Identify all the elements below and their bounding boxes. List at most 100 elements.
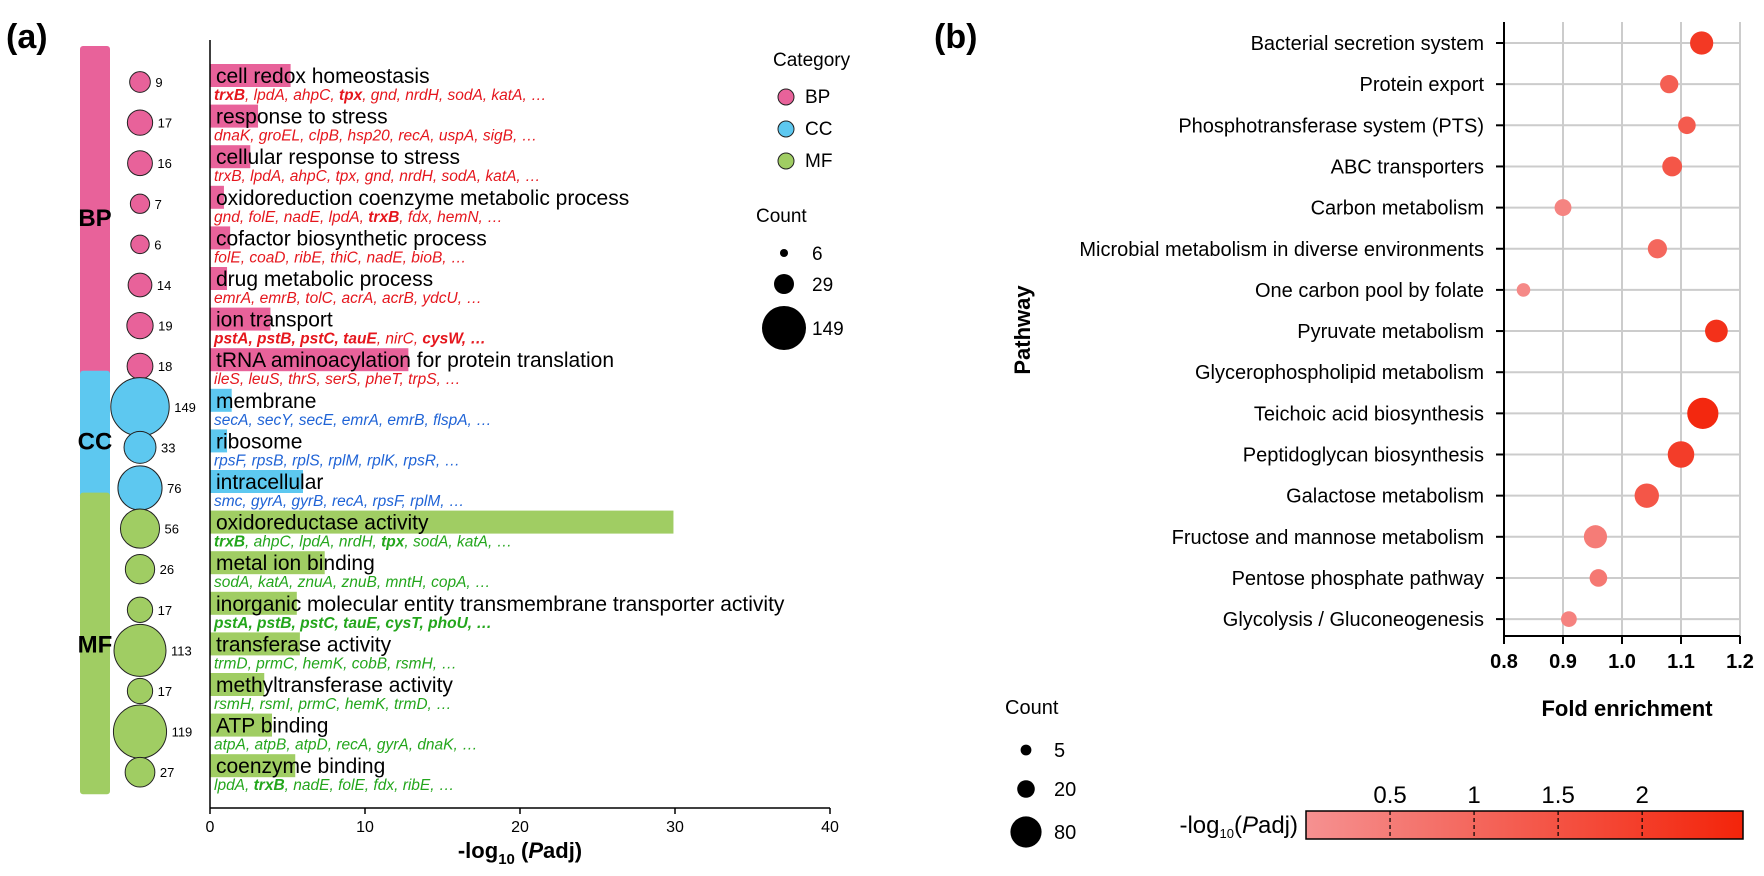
term-label-oxidoreduction-coenzyme-metabolic-process: oxidoreduction coenzyme metabolic proces… <box>216 187 629 210</box>
bubble-count-oxidoreductase-activity: 56 <box>165 522 179 537</box>
grid-b <box>1504 22 1741 636</box>
gene-seg: folE, coaD, ribE, thiC, nadE, bioB, … <box>214 249 466 266</box>
bubble-count-transferase-activity: 113 <box>171 643 192 658</box>
bubble-transferase-activity <box>113 623 167 677</box>
bar-response-to-stress <box>210 104 259 128</box>
bubble-count-methyltransferase-activity: 17 <box>158 684 172 699</box>
gene-seg: secA, secY, secE, emrA, emrB, flspA, … <box>214 412 492 429</box>
x-tick-label-b: 0.8 <box>1490 651 1518 673</box>
term-label-ion-transport: ion transport <box>216 309 333 332</box>
genes-ion-transport: pstA, pstB, pstC, tauE, nirC, cysW, … <box>213 331 486 348</box>
bar-cell-redox-homeostasis <box>210 64 291 87</box>
point-peptidoglycan-biosynthesis <box>1667 441 1695 468</box>
bubble-count-ribosome: 33 <box>161 440 175 455</box>
colorbar-tick-label: 2 <box>1635 782 1648 809</box>
x-tick-label-b: 1.2 <box>1726 651 1754 673</box>
legend-count-title-b: Count <box>1005 697 1059 719</box>
x-tick-label-b: 1.1 <box>1667 651 1695 673</box>
term-label-cellular-response-to-stress: cellular response to stress <box>216 146 460 169</box>
term-label-inorganic-molecular-entity-transmembrane-transporter-activity: inorganic molecular entity transmembrane… <box>216 593 785 616</box>
group-bar-bp <box>80 46 110 389</box>
gene-seg: dnaK, groEL, clpB, hsp20, recA, uspA, si… <box>214 128 537 145</box>
pathway-label-bacterial-secretion-system: Bacterial secretion system <box>1251 33 1484 55</box>
point-bacterial-secretion-system <box>1690 31 1714 55</box>
genes-cell-redox-homeostasis: trxB, lpdA, ahpC, tpx, gnd, nrdH, sodA, … <box>214 87 547 104</box>
gene-seg: trxB <box>254 777 285 794</box>
bubble-intracellular <box>117 465 163 511</box>
genes-oxidoreduction-coenzyme-metabolic-process: gnd, folE, nadE, lpdA, trxB, fdx, hemN, … <box>214 209 503 226</box>
genes-inorganic-molecular-entity-transmembrane-transporter-activity: pstA, pstB, pstC, tauE, cysT, phoU, … <box>213 615 492 632</box>
term-label-cell-redox-homeostasis: cell redox homeostasis <box>216 65 430 88</box>
bar-ion-transport <box>210 307 271 331</box>
gene-seg: trxB <box>214 87 245 104</box>
bar-ribosome <box>210 429 228 453</box>
gene-seg: emrA, emrB, tolC, acrA, acrB, ydcU, … <box>214 290 482 307</box>
bubble-count-ion-transport: 19 <box>158 319 172 334</box>
point-galactose-metabolism <box>1634 483 1659 508</box>
bubble-cellular-response-to-stress <box>127 150 153 177</box>
bubble-ion-transport <box>126 311 154 340</box>
term-label-membrane: membrane <box>216 390 316 413</box>
legend-count-label-b: 20 <box>1054 779 1076 801</box>
bubble-count-response-to-stress: 17 <box>158 116 172 131</box>
x-tick-label-a: 0 <box>206 819 215 836</box>
colorbar-tick-label: 1.5 <box>1541 782 1574 809</box>
bubble-count-membrane: 149 <box>174 400 196 415</box>
point-abc-transporters <box>1662 156 1683 177</box>
bubble-membrane <box>110 377 170 437</box>
bubble-count-atp-binding: 119 <box>172 725 193 740</box>
pathway-label-abc-transporters: ABC transporters <box>1331 156 1484 178</box>
enrichment-bars <box>210 64 674 778</box>
gene-seg: , lpdA, ahpC, <box>245 87 339 104</box>
term-label-response-to-stress: response to stress <box>216 106 388 129</box>
colorbar-tick-label: 1 <box>1467 782 1480 809</box>
bubble-trna-aminoacylation-for-protein-translation <box>126 352 154 380</box>
gene-seg: lpdA, <box>214 777 254 794</box>
gene-seg: atpA, atpB, atpD, recA, gyrA, dnaK, … <box>214 737 478 754</box>
genes-coenzyme-binding: lpdA, trxB, nadE, folE, fdx, ribE, … <box>214 777 454 794</box>
scatter-points <box>1516 31 1728 627</box>
xlabel-open: ( <box>515 838 529 863</box>
term-label-cofactor-biosynthetic-process: cofactor biosynthetic process <box>216 227 487 250</box>
cbar-label-open: ( <box>1234 812 1242 839</box>
bar-cellular-response-to-stress <box>210 145 251 169</box>
bubble-response-to-stress <box>126 109 154 136</box>
term-label-methyltransferase-activity: methyltransferase activity <box>216 674 453 697</box>
legend-category-title: Category <box>773 50 851 71</box>
legend-label-cc: CC <box>805 119 832 140</box>
term-label-atp-binding: ATP binding <box>216 715 328 738</box>
bar-oxidoreductase-activity <box>210 510 674 534</box>
bubble-count-cellular-response-to-stress: 16 <box>157 156 171 171</box>
term-label-coenzyme-binding: coenzyme binding <box>216 755 385 778</box>
x-axis-label-a: -log10 (Padj) <box>458 838 582 868</box>
bar-oxidoreduction-coenzyme-metabolic-process <box>210 185 224 209</box>
cbar-label-pre: -log <box>1179 812 1219 839</box>
gene-seg: sodA, katA, znuA, znuB, mntH, copA, … <box>214 574 491 591</box>
cbar-label-italic: P <box>1242 812 1258 839</box>
colorbar-tick-label: 0.5 <box>1373 782 1406 809</box>
pathway-label-microbial-metabolism-in-diverse-environments: Microbial metabolism in diverse environm… <box>1079 239 1484 261</box>
gene-seg: tpx <box>381 534 406 551</box>
y-axis-label-b: Pathway <box>1010 285 1035 375</box>
bar-trna-aminoacylation-for-protein-translation <box>210 348 409 372</box>
genes-oxidoreductase-activity: trxB, ahpC, lpdA, nrdH, tpx, sodA, katA,… <box>214 534 512 551</box>
cbar-label-post: adj) <box>1258 812 1298 839</box>
bubble-count-drug-metabolic-process: 14 <box>157 278 171 293</box>
bubble-cell-redox-homeostasis <box>129 71 151 93</box>
xlabel-pre: -log <box>458 838 498 863</box>
group-label-cc: CC <box>78 428 113 455</box>
point-teichoic-acid-biosynthesis <box>1687 397 1719 429</box>
point-glycolysis-gluconeogenesis <box>1561 611 1577 627</box>
bubble-count-coenzyme-binding: 27 <box>160 765 174 780</box>
gene-seg: trxB <box>214 534 245 551</box>
point-pyruvate-metabolism <box>1705 319 1728 343</box>
bubble-drug-metabolic-process <box>127 272 153 298</box>
bubble-inorganic-molecular-entity-transmembrane-transporter-activity <box>126 596 154 623</box>
x-tick-label-a: 30 <box>666 819 684 836</box>
legend-count-bubble-b <box>1010 816 1042 848</box>
bar-cofactor-biosynthetic-process <box>210 226 231 250</box>
